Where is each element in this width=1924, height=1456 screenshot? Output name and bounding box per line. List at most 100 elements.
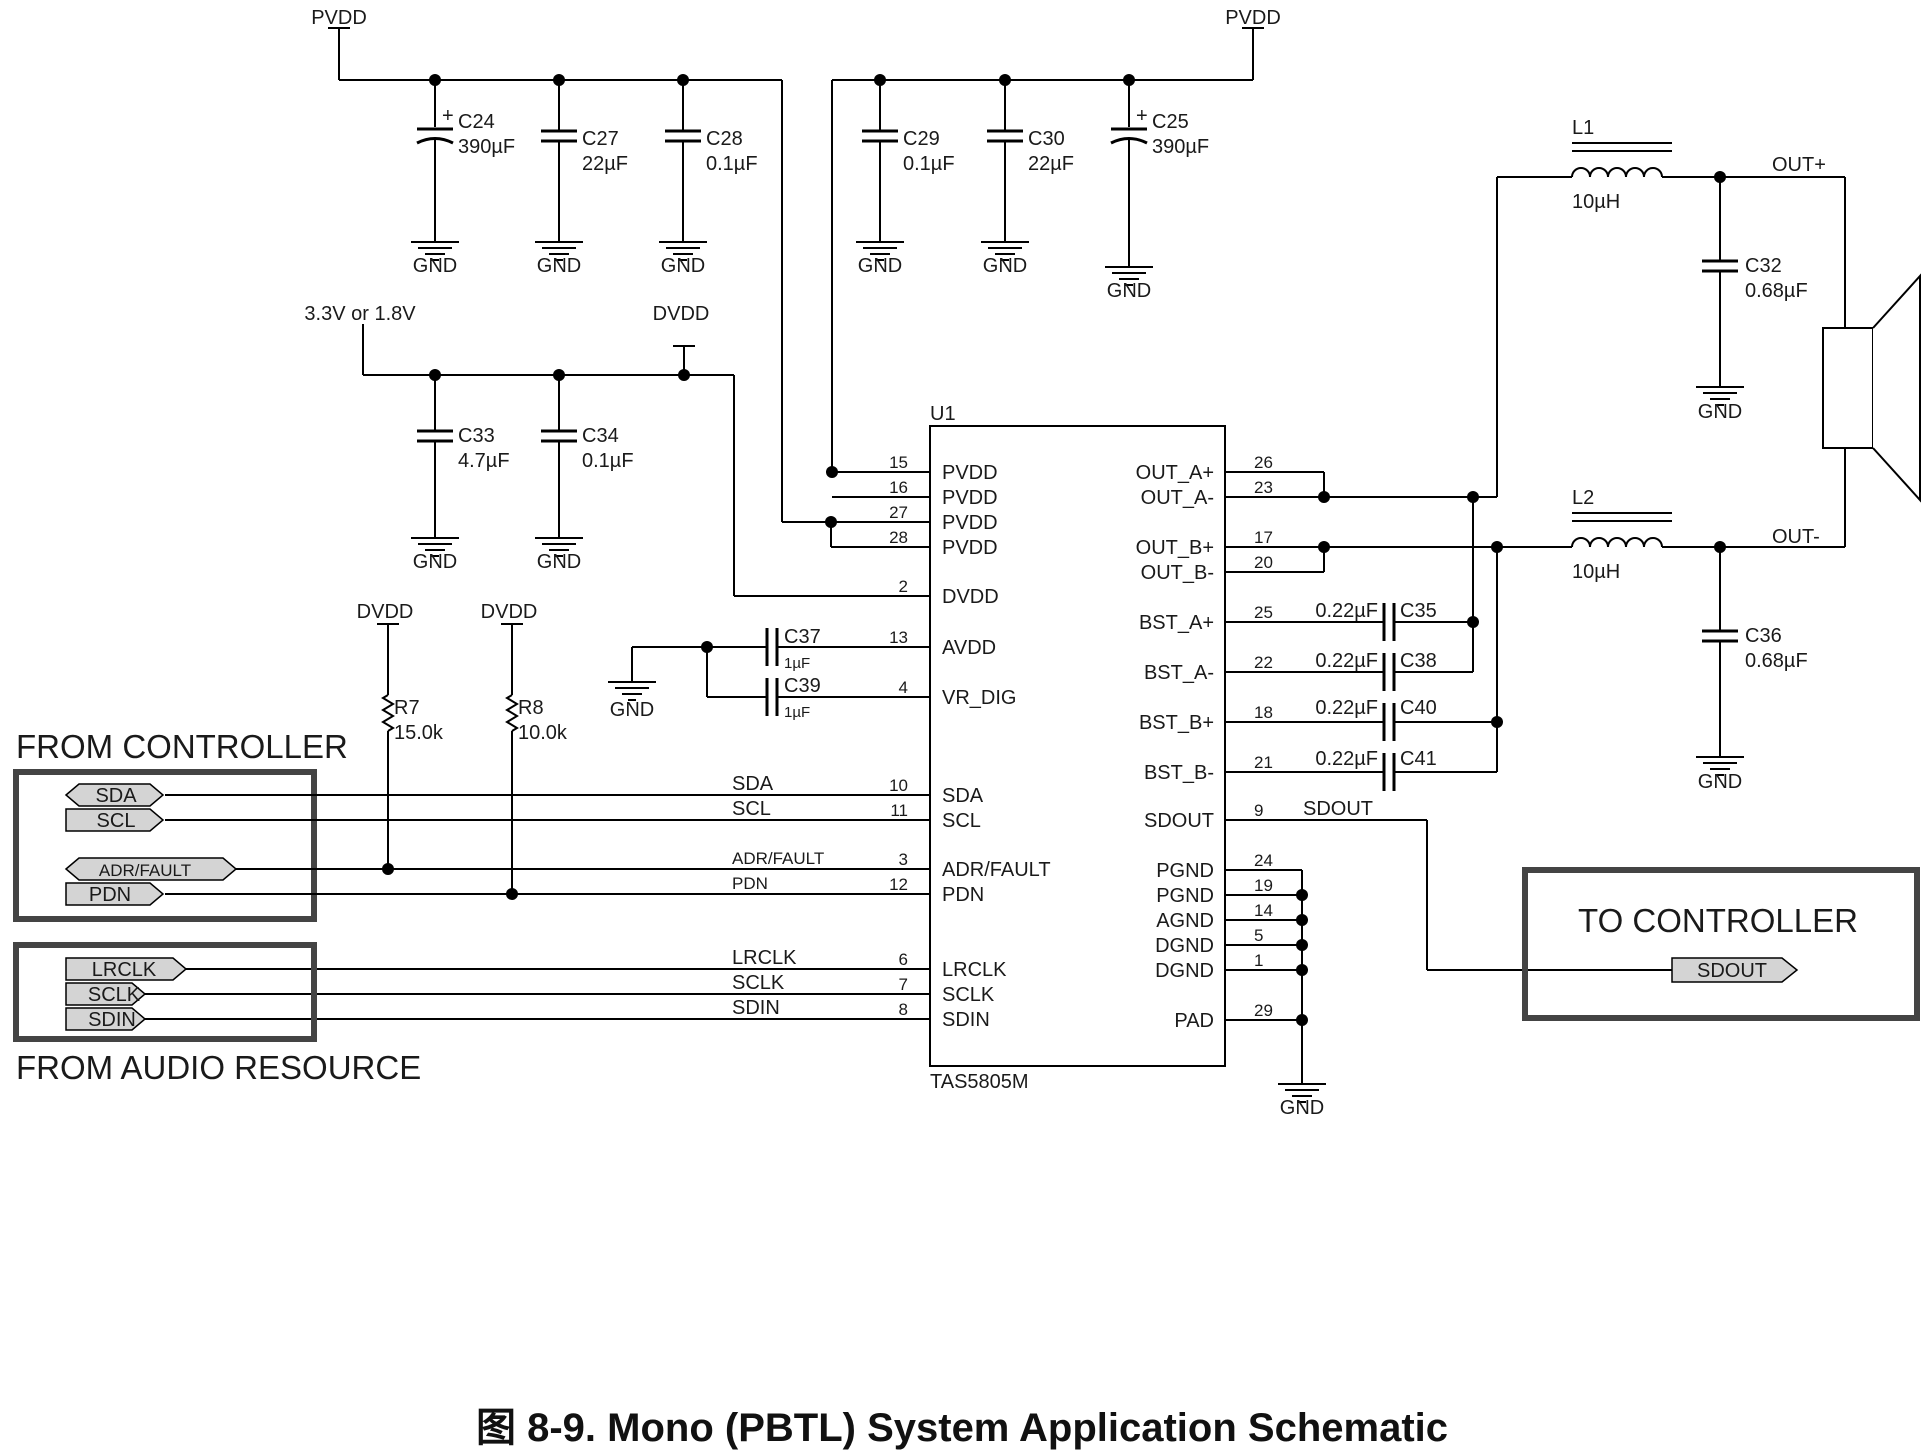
c34-ref: C34 [582, 425, 619, 447]
pin-name: AGND [1156, 910, 1214, 932]
pin-number: 22 [1254, 653, 1273, 672]
c35-ref: C35 [1400, 600, 1437, 622]
lrclk-port-label: LRCLK [92, 959, 157, 981]
pin-name: ADR/FAULT [942, 859, 1051, 881]
c41-ref: C41 [1400, 748, 1437, 770]
pin-number: 14 [1254, 901, 1273, 920]
gnd-label: GND [537, 551, 581, 573]
to-controller-box [1522, 867, 1920, 1021]
c33-ref: C33 [458, 425, 495, 447]
gnd-label: GND [661, 255, 705, 277]
pin-number: 2 [899, 577, 908, 596]
pin-number: 8 [899, 1000, 908, 1019]
figure-caption: 图 8-9. Mono (PBTL) System Application Sc… [476, 1406, 1448, 1450]
c27-value: 22µF [582, 153, 628, 175]
c25-ref: C25 [1152, 111, 1189, 133]
pin-name: SDOUT [1144, 810, 1214, 832]
pin-name: OUT_B- [1141, 562, 1214, 584]
pvdd-label-right: PVDD [1225, 7, 1281, 29]
pdn-port [65, 882, 165, 906]
sdin-net-label: SDIN [732, 997, 780, 1019]
pin-number: 1 [1254, 951, 1263, 970]
pin-number: 27 [889, 503, 908, 522]
gnd-label: GND [537, 255, 581, 277]
c29-value: 0.1µF [903, 153, 955, 175]
c40-value: 0.22µF [1315, 697, 1378, 719]
lc-filter [1570, 142, 1846, 776]
pin-number: 6 [899, 950, 908, 969]
pin-number: 24 [1254, 851, 1273, 870]
sdout-port-label: SDOUT [1697, 960, 1767, 982]
adr-fault-port [64, 857, 238, 881]
c38-value: 0.22µF [1315, 650, 1378, 672]
pin-name: SDA [942, 785, 984, 807]
lrclk-net-label: LRCLK [732, 947, 797, 969]
pin-number: 17 [1254, 528, 1273, 547]
svg-text:+: + [442, 105, 454, 127]
pin-number: 4 [899, 678, 908, 697]
pin-name: OUT_A- [1141, 487, 1214, 509]
l1-value: 10µH [1572, 191, 1620, 213]
gnd-label: GND [1698, 401, 1742, 423]
c32-value: 0.68µF [1745, 280, 1808, 302]
pin-number: 25 [1254, 603, 1273, 622]
c30-ref: C30 [1028, 128, 1065, 150]
pin-number: 5 [1254, 926, 1263, 945]
capacitor-c25: + [1104, 80, 1154, 286]
from-audio-title: FROM AUDIO RESOURCE [16, 1049, 421, 1086]
ic-ref: U1 [930, 403, 956, 425]
from-audio-box [13, 942, 317, 1042]
sclk-port-label: SCLK [88, 984, 141, 1006]
scl-net-label: SCL [732, 798, 771, 820]
pvdd-rail-right [826, 27, 1264, 548]
sclk-net-label: SCLK [732, 972, 785, 994]
gnd-label: GND [1280, 1097, 1324, 1119]
pin-number: 15 [889, 453, 908, 472]
pin-number: 12 [889, 875, 908, 894]
l2-value: 10µH [1572, 561, 1620, 583]
pin-number: 3 [899, 850, 908, 869]
pin-name: BST_B+ [1139, 712, 1214, 734]
pin-number: 11 [890, 801, 908, 820]
sdin-port-label: SDIN [88, 1009, 136, 1031]
pin-name: DGND [1155, 960, 1214, 982]
svg-text:+: + [1136, 105, 1148, 127]
pin-name: PVDD [942, 487, 998, 509]
adr-fault-net-label: ADR/FAULT [732, 849, 824, 868]
gnd-label: GND [413, 551, 457, 573]
sda-port-label: SDA [95, 785, 137, 807]
c30-value: 22µF [1028, 153, 1074, 175]
c36-ref: C36 [1745, 625, 1782, 647]
ground-pin-tie [1225, 869, 1327, 1103]
c39-value: 1µF [784, 704, 810, 721]
c29-ref: C29 [903, 128, 940, 150]
to-controller-title: TO CONTROLLER [1578, 902, 1858, 939]
pin-number: 20 [1254, 553, 1273, 572]
sdout-port [1671, 957, 1799, 983]
c34-value: 0.1µF [582, 450, 634, 472]
pin-number: 29 [1254, 1001, 1273, 1020]
pin-number: 28 [889, 528, 908, 547]
ic-part: TAS5805M [930, 1071, 1029, 1093]
c27-ref: C27 [582, 128, 619, 150]
output-stage-wiring [1225, 176, 1570, 791]
pin-number: 19 [1254, 876, 1273, 895]
sda-net-label: SDA [732, 773, 774, 795]
from-controller-title: FROM CONTROLLER [16, 728, 348, 765]
adr-fault-port-label: ADR/FAULT [99, 861, 191, 880]
sdout-net-label: SDOUT [1303, 798, 1373, 820]
r7-ref: R7 [394, 697, 420, 719]
capacitor-c24: + [410, 80, 460, 261]
speaker-icon [1822, 273, 1921, 503]
pin-name: BST_A+ [1139, 612, 1214, 634]
lrclk-port [65, 957, 188, 981]
pin-name: PGND [1156, 885, 1214, 907]
pin-name: SCL [942, 810, 981, 832]
r8-ref: R8 [518, 697, 544, 719]
pin-name: SDIN [942, 1009, 990, 1031]
pin-name: DGND [1155, 935, 1214, 957]
c24-ref: C24 [458, 111, 495, 133]
dvdd-label: DVDD [481, 601, 538, 623]
pin-name: PVDD [942, 537, 998, 559]
